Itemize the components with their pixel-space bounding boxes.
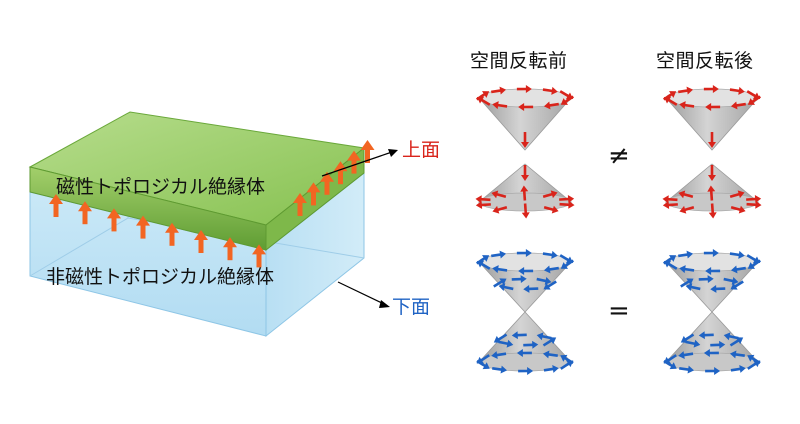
column-title-after: 空間反転後 — [656, 52, 754, 71]
gapped-cone-after — [662, 85, 763, 219]
equal-sign: = — [608, 298, 630, 324]
bottom-pointer-head — [379, 300, 390, 308]
column-title-before: 空間反転前 — [470, 52, 568, 71]
nonmagnetic-layer-label: 非磁性トポロジカル絶縁体 — [46, 268, 274, 287]
gapped-cone-before — [475, 85, 576, 219]
top-pointer-head — [388, 149, 398, 157]
not-equal-sign: ≠ — [608, 143, 630, 169]
dirac-cone-after — [662, 249, 763, 375]
magnetic-layer-label: 磁性トポロジカル絶縁体 — [56, 178, 265, 197]
dirac-cones — [475, 85, 763, 375]
bottom-surface-label: 下面 — [392, 298, 430, 317]
dirac-cone-before — [475, 249, 576, 375]
bottom-pointer-line — [338, 282, 384, 304]
top-surface-label: 上面 — [402, 141, 440, 160]
